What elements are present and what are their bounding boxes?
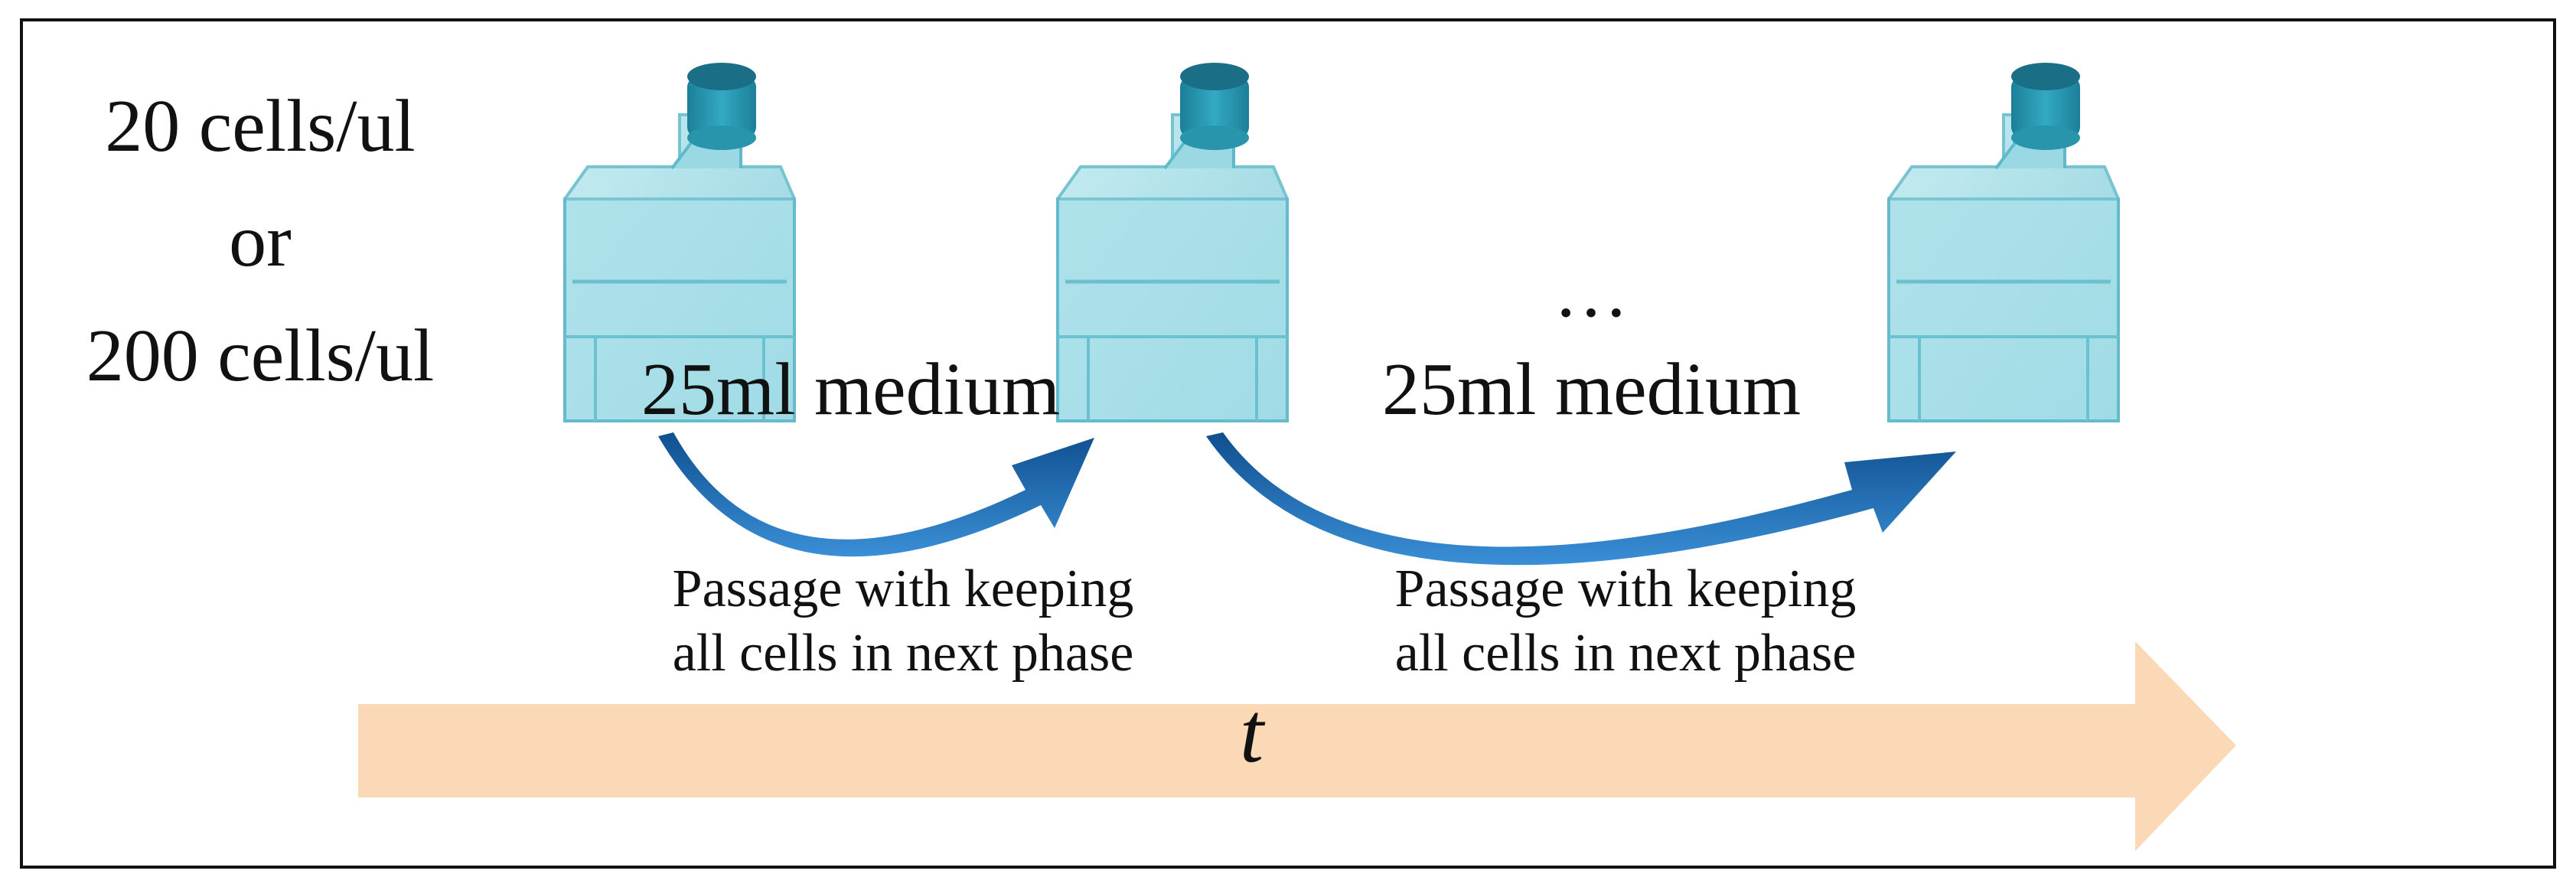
culture-flask-icon bbox=[1058, 63, 1287, 421]
passage-label: Passage with keeping all cells in next p… bbox=[612, 557, 1194, 686]
density-option-2: 200 cells/ul bbox=[86, 315, 435, 397]
medium-label: 25ml medium bbox=[641, 348, 1061, 431]
curved-arrow-icon bbox=[1206, 432, 1956, 566]
density-or: or bbox=[229, 200, 292, 282]
diagram-frame bbox=[20, 18, 2556, 869]
passage-label: Passage with keeping all cells in next p… bbox=[1335, 557, 1916, 686]
medium-label: 25ml medium bbox=[1382, 348, 1802, 431]
passage-line-1: Passage with keeping bbox=[1394, 559, 1857, 618]
time-axis-arrow bbox=[358, 641, 2236, 851]
density-option-1: 20 cells/ul bbox=[105, 85, 416, 168]
passage-line-1: Passage with keeping bbox=[672, 559, 1134, 618]
passage-line-2: all cells in next phase bbox=[1394, 624, 1857, 683]
initial-density-label: 20 cells/ul or 200 cells/ul bbox=[31, 69, 490, 413]
culture-flask-icon bbox=[1889, 63, 2118, 421]
ellipsis: … bbox=[1554, 250, 1639, 333]
curved-arrow-icon bbox=[658, 432, 1094, 557]
time-axis-label: t bbox=[1240, 686, 1264, 781]
passage-line-2: all cells in next phase bbox=[672, 624, 1134, 683]
